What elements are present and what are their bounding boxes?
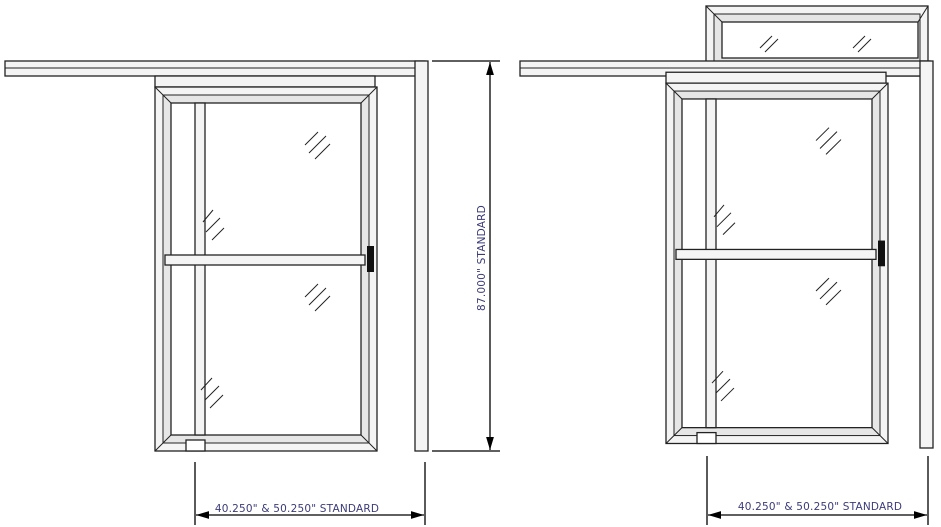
transom-glass: [721, 21, 919, 59]
width-dimension-label: 40.250" & 50.250" STANDARD: [738, 501, 902, 513]
width-dimension-label: 40.250" & 50.250" STANDARD: [215, 503, 379, 515]
side-post: [919, 60, 934, 449]
glass-reflection-icon: [759, 35, 872, 53]
door-elevation-transom: 40.250" & 50.250" STANDARD: [519, 5, 934, 525]
door-elevation-standard: 87.000" STANDARD 40.250" & 50.250" STAND…: [4, 60, 500, 525]
side-post: [414, 60, 429, 452]
height-dimension-label: 87.000" STANDARD: [476, 205, 488, 311]
